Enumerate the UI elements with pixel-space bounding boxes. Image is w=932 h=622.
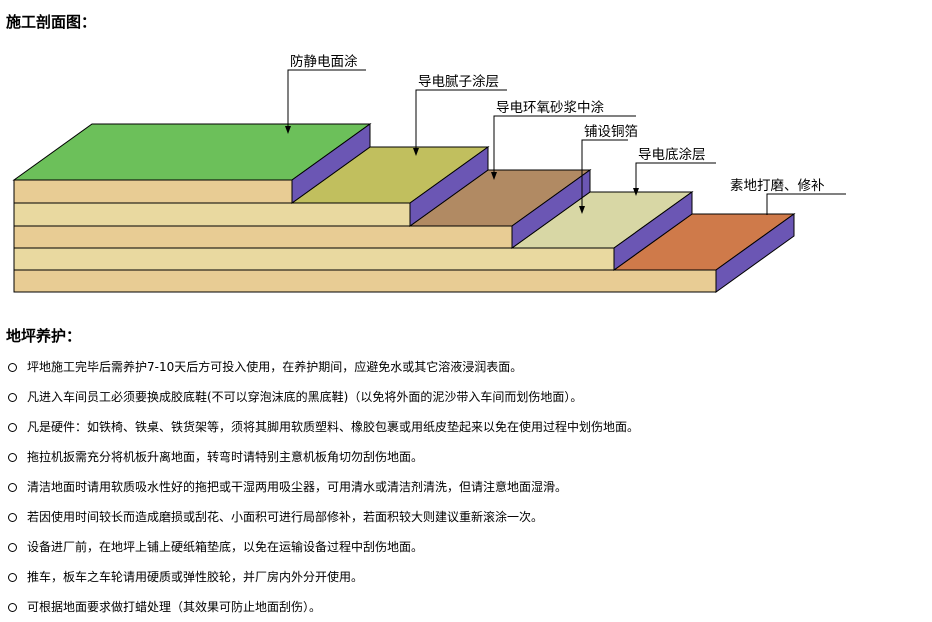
list-item-text: 可根据地面要求做打蜡处理（其效果可防止地面刮伤）。 [27,600,322,614]
floor-section-diagram: 防静电面涂 导电腻子涂层 导电环氧砂浆中涂 铺设铜箔 导电底涂层 素地打磨、修补 [12,54,846,293]
bullet-icon [8,392,17,402]
list-item-text: 凡进入车间员工必须要换成胶底鞋(不可以穿泡沫底的黑底鞋)（以免将外面的泥沙带入车… [27,390,583,404]
slab-band-3 [13,225,513,249]
label-conductive-primer: 导电底涂层 [638,147,706,163]
list-item: 若因使用时间较长而造成磨损或刮花、小面积可进行局部修补，若面积较大则建议重新滚涂… [8,502,639,532]
bullet-icon [8,512,17,522]
label-substrate-grinding: 素地打磨、修补 [730,177,825,194]
list-item-text: 清洁地面时请用软质吸水性好的拖把或干湿两用吸尘器，可用清水或清洁剂清洗，但请注意… [27,480,568,494]
list-item-text: 推车，板车之车轮请用硬质或弹性胶轮，并厂房内外分开使用。 [27,570,364,584]
putty-layer-side [409,146,489,227]
label-conductive-putty: 导电腻子涂层 [418,74,499,90]
list-item: 拖拉机扳需充分将机板升离地面，转弯时请特别主意机板角切勿刮伤地面。 [8,442,639,472]
bullet-icon [8,422,17,432]
list-item: 设备进厂前，在地坪上铺上硬纸箱垫底，以免在运输设备过程中刮伤地面。 [8,532,639,562]
primer-layer-side [715,213,795,293]
label-antistatic-coat: 防静电面涂 [290,54,358,70]
section-title-construction: 施工剖面图： [6,13,97,31]
slab-band-1 [13,179,293,204]
slab-band-4 [13,247,615,271]
maintenance-list: 坪地施工完毕后需养护7-10天后方可投入使用，在养护期间，应避免水或其它溶液浸润… [8,352,639,622]
antistatic-layer-side [291,123,371,204]
bullet-icon [8,362,17,372]
bullet-icon [8,482,17,492]
bullet-icon [8,602,17,612]
list-item: 清洁地面时请用软质吸水性好的拖把或干湿两用吸尘器，可用清水或清洁剂清洗，但请注意… [8,472,639,502]
list-item-text: 拖拉机扳需充分将机板升离地面，转弯时请特别主意机板角切勿刮伤地面。 [27,450,424,464]
bullet-icon [8,572,17,582]
slab-band-2 [13,202,411,227]
list-item-text: 凡是硬件：如铁椅、铁桌、铁货架等，须将其脚用软质塑料、橡胶包裹或用纸皮垫起来以免… [27,420,640,434]
bullet-icon [8,452,17,462]
list-item: 凡进入车间员工必须要换成胶底鞋(不可以穿泡沫底的黑底鞋)（以免将外面的泥沙带入车… [8,382,639,412]
section-title-maintenance: 地坪养护： [6,327,82,345]
list-item-text: 坪地施工完毕后需养护7-10天后方可投入使用，在养护期间，应避免水或其它溶液浸润… [27,360,523,374]
list-item: 推车，板车之车轮请用硬质或弹性胶轮，并厂房内外分开使用。 [8,562,639,592]
slab-band-5 [13,269,717,293]
copper-layer-side [613,191,693,271]
mortar-layer-side [511,169,591,249]
list-item-text: 若因使用时间较长而造成磨损或刮花、小面积可进行局部修补，若面积较大则建议重新滚涂… [27,510,544,524]
bullet-icon [8,542,17,552]
list-item-text: 设备进厂前，在地坪上铺上硬纸箱垫底，以免在运输设备过程中刮伤地面。 [27,540,424,554]
list-item: 凡是硬件：如铁椅、铁桌、铁货架等，须将其脚用软质塑料、橡胶包裹或用纸皮垫起来以免… [8,412,639,442]
list-item: 坪地施工完毕后需养护7-10天后方可投入使用，在养护期间，应避免水或其它溶液浸润… [8,352,639,382]
label-copper-foil: 铺设铜箔 [584,124,638,140]
list-item: 可根据地面要求做打蜡处理（其效果可防止地面刮伤）。 [8,592,639,622]
label-conductive-mortar: 导电环氧砂浆中涂 [496,100,604,116]
